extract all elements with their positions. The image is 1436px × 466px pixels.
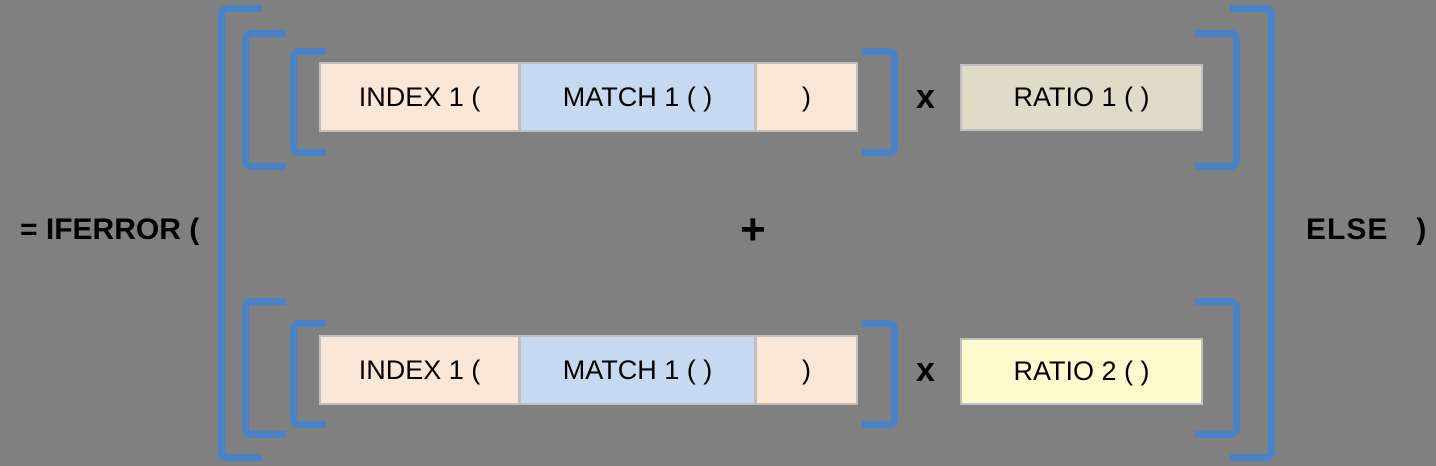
match-box-top: MATCH 1 ( ) [519,62,756,132]
else-suffix-label: ELSE ) [1306,213,1428,246]
multiply-operator-bottom: x [916,351,935,389]
inner-bracket-right-top [862,48,898,156]
index-close-box-bottom: ) [755,335,858,405]
ratio-box-bottom: RATIO 2 ( ) [960,338,1203,405]
multiply-operator-top: x [916,78,935,116]
index-open-box-bottom: INDEX 1 ( [319,335,520,405]
match-box-bottom: MATCH 1 ( ) [519,335,756,405]
index-open-box-top: INDEX 1 ( [319,62,520,132]
ratio-box-top: RATIO 1 ( ) [960,64,1203,131]
outer-bracket-right [1230,5,1275,461]
iferror-prefix-label: = IFERROR ( [20,213,200,246]
plus-operator: + [740,205,766,254]
middle-bracket-left-bottom [242,298,286,438]
index-close-box-top: ) [755,62,858,132]
middle-bracket-left-top [242,30,286,170]
outer-bracket-left [218,5,262,461]
inner-bracket-right-bottom [862,320,898,428]
